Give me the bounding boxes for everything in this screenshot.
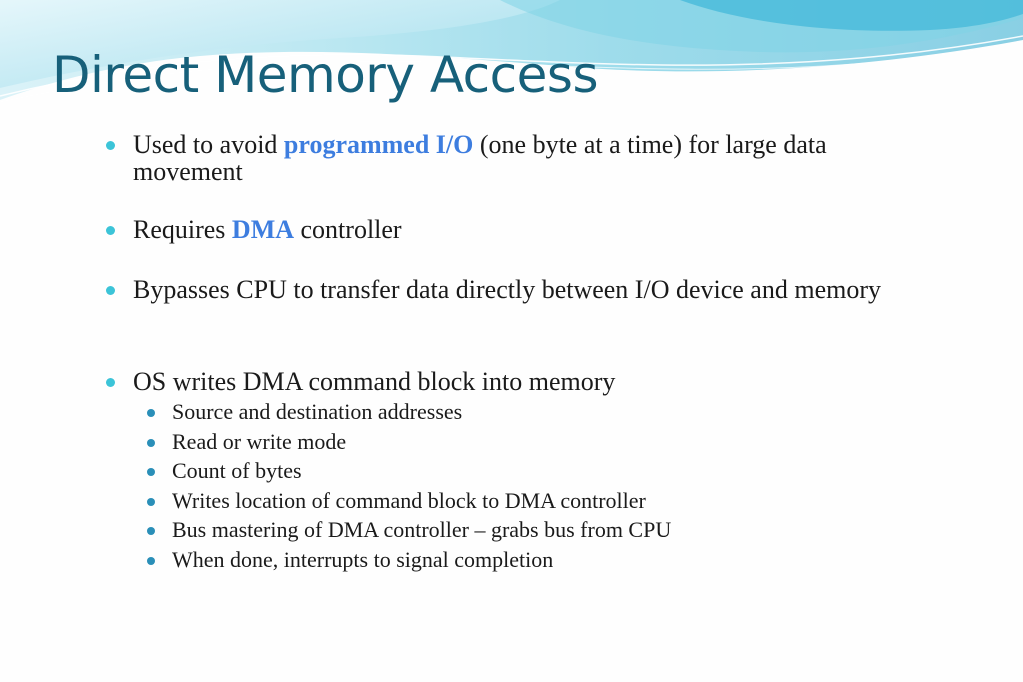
bullet-text: Requires bbox=[133, 215, 232, 244]
bullet-text: (one byte at a time) for large data move… bbox=[133, 130, 827, 186]
sub-bullet-item: Source and destination addresses bbox=[147, 399, 932, 424]
sub-bullet-item: Read or write mode bbox=[147, 429, 932, 454]
bullet-dot-icon bbox=[106, 378, 115, 387]
sub-bullet-item: Bus mastering of DMA controller – grabs … bbox=[147, 517, 932, 542]
sub-bullet-dot-icon bbox=[147, 439, 155, 447]
bullet-item: OS writes DMA command block into memory bbox=[106, 367, 933, 396]
highlight-term: programmed I/O bbox=[283, 130, 474, 159]
bullet-dot-icon bbox=[106, 141, 115, 150]
bullet-dot-icon bbox=[106, 286, 115, 295]
sub-bullet-dot-icon bbox=[147, 468, 155, 476]
highlight-term: DMA bbox=[231, 215, 295, 244]
sub-bullet-text: Read or write mode bbox=[172, 429, 347, 454]
sub-bullet-dot-icon bbox=[147, 557, 155, 565]
sub-bullet-item: When done, interrupts to signal completi… bbox=[147, 547, 932, 572]
sub-bullet-text: Bus mastering of DMA controller – grabs … bbox=[172, 517, 672, 542]
bullet-item: Requires DMA controller bbox=[106, 215, 933, 244]
sub-bullet-item: Count of bytes bbox=[147, 458, 932, 483]
bullet-text: Bypasses CPU to transfer data directly b… bbox=[133, 275, 881, 304]
bullet-text: OS writes DMA command block into memory bbox=[133, 367, 616, 396]
slide-title: Direct Memory Access bbox=[52, 46, 599, 104]
sub-bullet-dot-icon bbox=[147, 527, 155, 535]
sub-bullet-text: Source and destination addresses bbox=[172, 399, 463, 424]
sub-bullet-text: When done, interrupts to signal completi… bbox=[172, 547, 554, 572]
bullet-text: Used to avoid bbox=[133, 130, 284, 159]
sub-bullet-dot-icon bbox=[147, 409, 155, 417]
bullet-item: Used to avoid programmed I/O (one byte a… bbox=[106, 130, 933, 186]
sub-bullet-text: Count of bytes bbox=[172, 458, 302, 483]
sub-bullet-item: Writes location of command block to DMA … bbox=[147, 488, 932, 513]
bullet-dot-icon bbox=[106, 226, 115, 235]
wave-header-decoration bbox=[0, 0, 1023, 103]
sub-bullet-text: Writes location of command block to DMA … bbox=[172, 488, 646, 513]
sub-bullet-dot-icon bbox=[147, 498, 155, 506]
bullet-item: Bypasses CPU to transfer data directly b… bbox=[106, 275, 933, 304]
bullet-text: controller bbox=[294, 215, 402, 244]
